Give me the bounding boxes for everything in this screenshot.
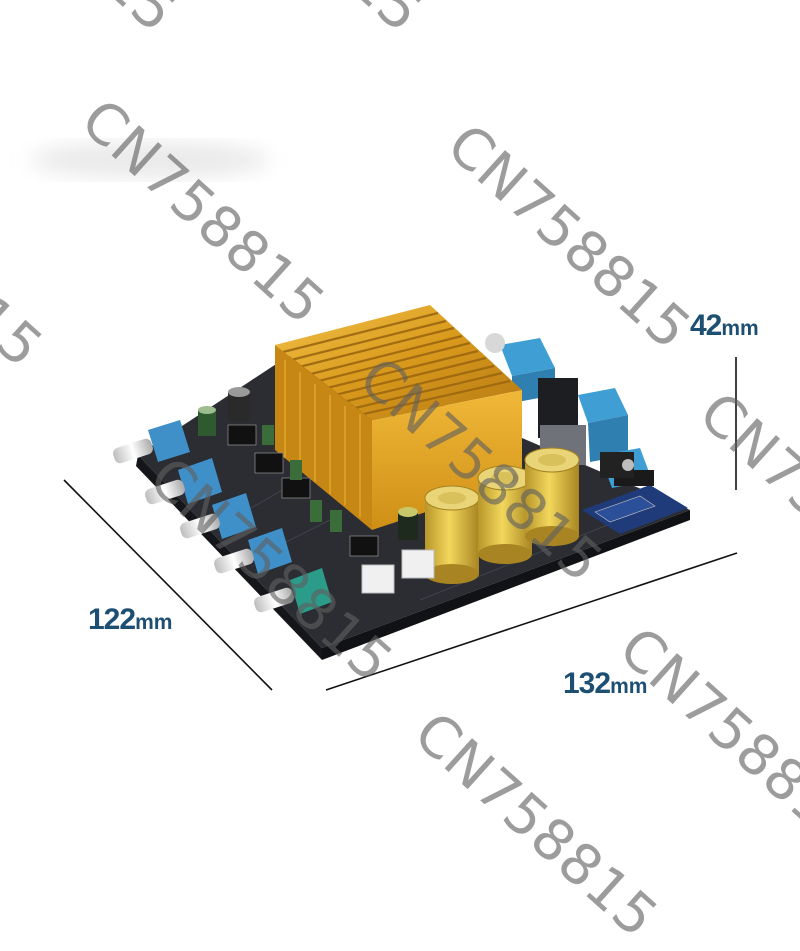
- width-unit: mm: [610, 675, 648, 698]
- height-dimension-label: 42mm: [690, 311, 759, 341]
- heatsink: [275, 305, 522, 530]
- ic-chips: [227, 424, 379, 557]
- depth-value: 122: [88, 603, 136, 636]
- depth-dimension-label: 122mm: [88, 605, 172, 635]
- height-unit: mm: [721, 317, 759, 340]
- potentiometers: [113, 420, 332, 614]
- depth-dimension-line: [63, 479, 273, 691]
- white-connectors: [361, 549, 435, 594]
- product-photo: [30, 142, 738, 691]
- audio-jack: [600, 452, 634, 478]
- capacitors: [198, 387, 580, 584]
- width-dimension-line: [325, 552, 738, 691]
- depth-unit: mm: [135, 611, 173, 634]
- shadow-smudge: [30, 142, 270, 178]
- width-dimension-label: 132mm: [563, 669, 647, 699]
- width-value: 132: [563, 667, 611, 700]
- height-value: 42: [690, 309, 722, 342]
